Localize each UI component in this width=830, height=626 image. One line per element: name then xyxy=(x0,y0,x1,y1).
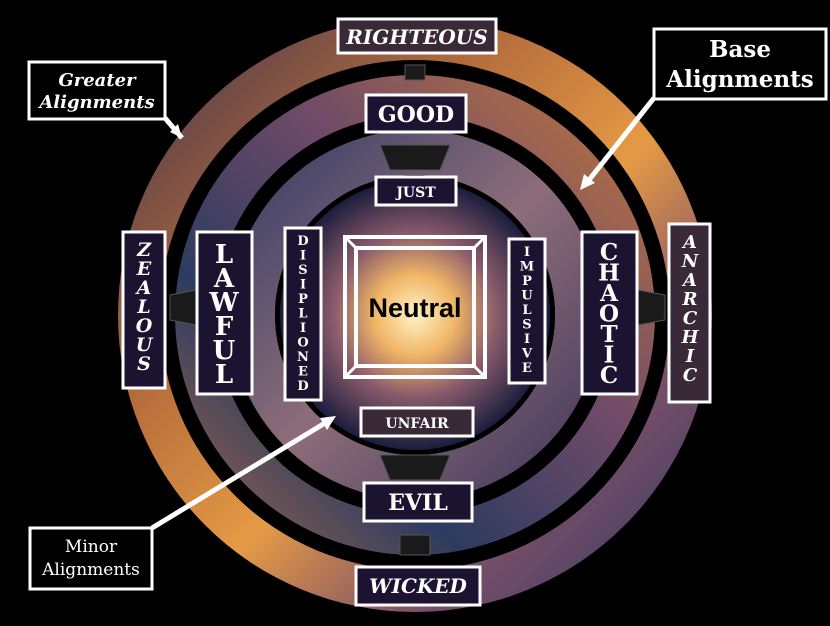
label-letter: L xyxy=(215,240,233,270)
label-letter: A xyxy=(599,280,619,307)
label-letter: A xyxy=(681,270,697,291)
axis-connectors xyxy=(169,64,666,556)
label-unfair: UNFAIR xyxy=(359,406,475,438)
label-letter: C xyxy=(600,362,618,389)
label-letter: I xyxy=(604,342,615,369)
callout-minor: Minor Alignments xyxy=(28,416,336,591)
label-letter: E xyxy=(298,365,308,380)
label-letter: L xyxy=(215,360,233,390)
svg-text:JUST: JUST xyxy=(394,185,436,201)
label-letter: L xyxy=(522,303,531,318)
label-letter: A xyxy=(213,264,235,294)
label-good: GOOD xyxy=(364,93,468,134)
label-letter: E xyxy=(522,361,532,376)
svg-text:Greater: Greater xyxy=(58,70,137,91)
label-letter: U xyxy=(136,334,154,356)
label-letter: V xyxy=(521,347,533,362)
label-letter: I xyxy=(524,332,530,347)
label-letter: L xyxy=(298,307,307,322)
callout-base: Base Alignments xyxy=(580,27,828,190)
label-letter: O xyxy=(297,336,308,351)
label-letter: E xyxy=(136,258,152,280)
label-letter: N xyxy=(297,350,309,365)
label-letter: M xyxy=(520,260,534,275)
label-letter: I xyxy=(300,321,306,336)
label-letter: T xyxy=(600,321,617,348)
label-letter: I xyxy=(524,245,530,260)
neutral-label: Neutral xyxy=(368,293,461,323)
label-letter: S xyxy=(137,353,151,375)
label-righteous: RIGHTEOUS xyxy=(336,17,498,55)
svg-text:UNFAIR: UNFAIR xyxy=(385,416,449,432)
svg-text:WICKED: WICKED xyxy=(369,574,467,598)
svg-text:Base: Base xyxy=(709,36,771,63)
label-letter: H xyxy=(598,260,620,287)
svg-text:Alignments: Alignments xyxy=(37,92,154,113)
label-letter: W xyxy=(208,288,239,318)
label-letter: F xyxy=(215,312,234,342)
label-letter: P xyxy=(298,292,308,307)
label-letter: C xyxy=(683,365,698,386)
svg-text:Alignments: Alignments xyxy=(665,66,813,93)
label-letter: C xyxy=(683,308,698,329)
label-letter: Z xyxy=(136,239,152,261)
label-letter: A xyxy=(681,232,697,253)
label-letter: I xyxy=(300,249,306,264)
label-letter: L xyxy=(136,296,150,318)
svg-text:GOOD: GOOD xyxy=(378,102,454,128)
label-letter: I xyxy=(685,346,695,367)
label-letter: C xyxy=(600,239,618,266)
label-letter: U xyxy=(521,289,533,304)
label-letter: O xyxy=(599,301,619,328)
svg-text:RIGHTEOUS: RIGHTEOUS xyxy=(345,25,487,49)
cosmic-core xyxy=(280,180,550,450)
svg-text:Minor: Minor xyxy=(65,537,118,557)
label-letter: R xyxy=(682,289,698,310)
label-letter: D xyxy=(297,379,308,394)
label-evil: EVIL xyxy=(362,481,474,523)
label-letter: U xyxy=(213,336,236,366)
label-letter: O xyxy=(136,315,153,337)
label-letter: I xyxy=(300,278,306,293)
label-letter: P xyxy=(522,274,532,289)
svg-text:EVIL: EVIL xyxy=(388,490,448,516)
label-letter: H xyxy=(680,327,699,348)
label-letter: S xyxy=(298,263,307,278)
label-letter: A xyxy=(135,277,152,299)
label-letter: D xyxy=(297,234,308,249)
label-letter: S xyxy=(522,318,531,333)
label-just: JUST xyxy=(374,175,458,207)
label-wicked: WICKED xyxy=(354,565,482,607)
neutral-box: Neutral xyxy=(343,235,487,379)
callout-greater: Greater Alignments xyxy=(27,60,184,140)
svg-text:Alignments: Alignments xyxy=(41,560,140,580)
label-letter: N xyxy=(681,251,700,272)
